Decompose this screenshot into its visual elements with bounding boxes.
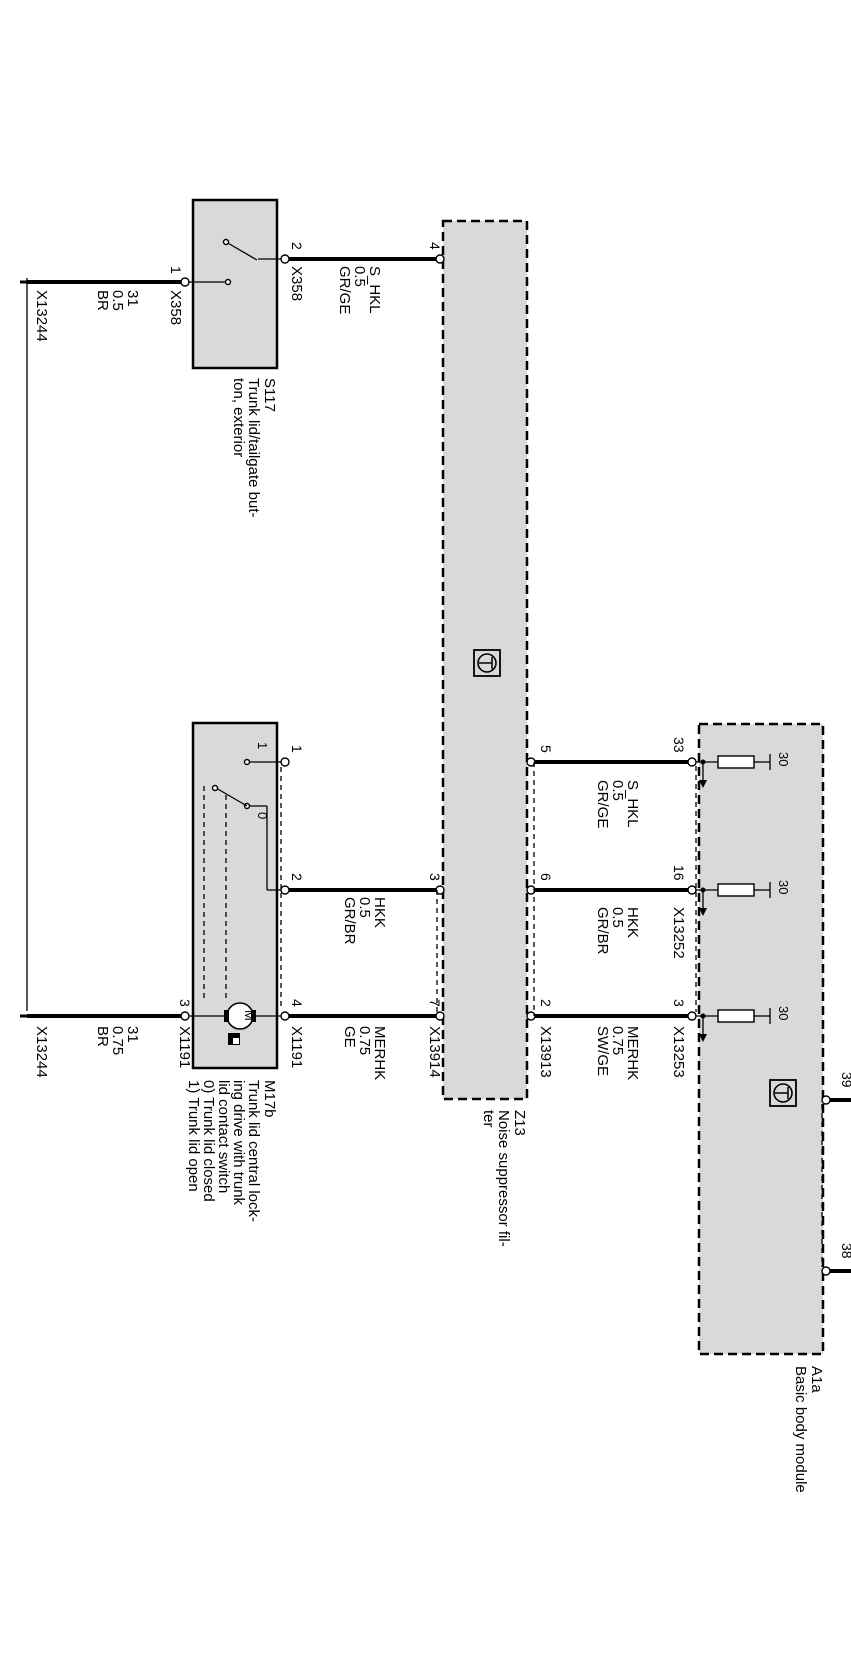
wire-label-s117-z13-color: GR/GE <box>336 266 353 314</box>
s117-desc2: ton, exterior <box>230 378 247 457</box>
motor-label: M <box>242 1010 257 1021</box>
wire-label-m17b-z13-hkk-color: GR/BR <box>341 897 358 945</box>
pin-m17b-1: 1 <box>289 745 305 753</box>
a1a-ground-symbol <box>769 1079 797 1107</box>
pin-m17b-2: 2 <box>289 873 305 881</box>
pin-a1a-39: 39 <box>839 1072 851 1088</box>
pin-a1a-16: 16 <box>671 865 687 881</box>
s117-id: S117 <box>261 378 278 412</box>
m17b-desc5: 1) Trunk lid open <box>185 1080 202 1192</box>
wire-label-ground-m17b-size: 0.75 <box>109 1026 126 1055</box>
wire-label-z13-a1a-merhk-signal: MERHK <box>624 1026 641 1080</box>
pin-z13-2: 2 <box>538 999 554 1007</box>
wire-label-s117-z13-size: 0.5 <box>351 266 368 287</box>
conn-x1191-a: X1191 <box>288 1026 305 1068</box>
wires <box>289 257 688 1018</box>
wire-label-s117-z13-signal: S_HKL <box>366 266 383 314</box>
pullup-3 <box>696 1008 771 1042</box>
wire-label-z13-a1a-merhk-size: 0.75 <box>609 1026 626 1055</box>
ground-rail <box>20 278 185 1018</box>
conn-x358-a: X358 <box>167 290 184 325</box>
pin-a1a-33: 33 <box>671 737 687 753</box>
conn-x358-b: X358 <box>288 266 305 301</box>
wire-label-ground-m17b-signal: 31 <box>124 1026 141 1043</box>
wire-label-m17b-z13-merhk-signal: MERHK <box>371 1026 388 1080</box>
wire-label-ground-s117-size: 0.5 <box>109 290 126 311</box>
pin-z13-6: 6 <box>538 873 554 881</box>
conn-x13244-bottom: X13244 <box>33 1026 50 1078</box>
wire-label-m17b-z13-merhk-size: 0.75 <box>356 1026 373 1055</box>
z13-ground-symbol <box>473 649 501 677</box>
pullup-33 <box>696 754 771 788</box>
pin-a1a-38: 38 <box>839 1243 851 1259</box>
switch-pos-0: 0 <box>255 812 270 819</box>
wire-label-m17b-z13-merhk-color: GE <box>341 1026 358 1048</box>
z13-desc2: ter <box>480 1110 497 1128</box>
wire-label-z13-a1a-hkk-signal: HKK <box>624 907 641 938</box>
m17b-desc3: lid contact switch <box>215 1080 232 1193</box>
wire-label-z13-a1a-hkk-color: GR/BR <box>594 907 611 955</box>
conn-x13244-top: X13244 <box>33 290 50 342</box>
pin-z13-4: 4 <box>427 242 443 250</box>
pin-m17b-4: 4 <box>289 999 305 1007</box>
z13-id: Z13 <box>511 1110 528 1136</box>
pin-z13-7: 7 <box>427 999 443 1007</box>
wire-label-z13-a1a-merhk-color: SW/GE <box>594 1026 611 1076</box>
pullup-label-33: 30 <box>776 752 791 766</box>
switch-pos-1: 1 <box>255 742 270 749</box>
conn-x13253: X13253 <box>670 1026 687 1078</box>
m17b-desc1: Trunk lid central lock- <box>245 1080 262 1222</box>
wire-label-m17b-z13-hkk-signal: HKK <box>371 897 388 928</box>
a1a-id: A1a <box>808 1366 825 1393</box>
wire-label-z13-a1a-shkl-size: 0.5 <box>609 780 626 801</box>
z13-desc1: Noise suppressor fil- <box>495 1110 512 1247</box>
m17b-drive <box>180 721 290 1070</box>
pin-s117-1: 1 <box>168 266 184 274</box>
m17b-desc4: 0) Trunk lid closed <box>200 1080 217 1202</box>
conn-x13914: X13914 <box>426 1026 443 1078</box>
m17b-desc2: ing drive with trunk <box>230 1080 247 1206</box>
wire-label-ground-m17b-color: BR <box>94 1026 111 1047</box>
wire-label-ground-s117-color: BR <box>94 290 111 311</box>
a1a-module <box>687 722 851 1356</box>
m17b-id: M17b <box>261 1080 278 1118</box>
z13-filter <box>435 219 536 1101</box>
pin-s117-2: 2 <box>289 242 305 250</box>
pin-z13-5: 5 <box>538 745 554 753</box>
a1a-desc: Basic body module <box>792 1366 809 1493</box>
wire-label-z13-a1a-shkl-signal: S_HKL <box>624 780 641 828</box>
wire-label-m17b-z13-hkk-size: 0.5 <box>356 897 373 918</box>
s117-switch <box>180 198 290 370</box>
wire-label-ground-s117-signal: 31 <box>124 290 141 307</box>
wire-label-z13-a1a-shkl-color: GR/GE <box>594 780 611 828</box>
pin-z13-3: 3 <box>427 873 443 881</box>
pin-m17b-3: 3 <box>177 999 193 1007</box>
pin-a1a-3: 3 <box>671 999 687 1007</box>
pullup-16 <box>696 882 771 916</box>
pullup-label-16: 30 <box>776 880 791 894</box>
s117-desc1: Trunk lid/tailgate but- <box>245 378 262 518</box>
conn-x13913: X13913 <box>537 1026 554 1078</box>
pullup-label-3: 30 <box>776 1006 791 1020</box>
conn-x1191-b: X1191 <box>176 1026 193 1068</box>
motor-symbol <box>224 1002 256 1045</box>
wire-label-z13-a1a-hkk-size: 0.5 <box>609 907 626 928</box>
conn-x13252: X13252 <box>670 907 687 959</box>
